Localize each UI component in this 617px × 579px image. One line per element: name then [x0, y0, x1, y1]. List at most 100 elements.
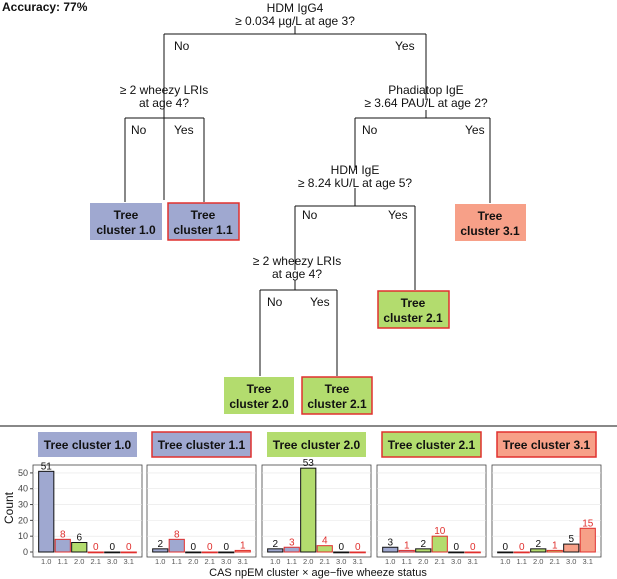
bar	[152, 548, 169, 553]
leaf-box	[90, 203, 162, 240]
bar-value-label: 8	[60, 529, 66, 540]
bar	[513, 551, 530, 554]
accuracy-label: Accuracy: 77%	[2, 0, 88, 14]
branch-yes-label: Yes	[465, 123, 485, 137]
x-tick-label: 3.0	[566, 557, 576, 566]
branch-yes-label: Yes	[174, 123, 194, 137]
branch-yes-label: Yes	[395, 39, 415, 53]
y-tick-label: 20	[18, 515, 28, 525]
bar	[104, 551, 121, 554]
leaf-box	[224, 377, 294, 414]
bar	[234, 549, 251, 553]
leaf-label: cluster 2.1	[307, 397, 367, 411]
bar-value-label: 0	[126, 542, 132, 553]
bar	[579, 527, 596, 553]
bar	[218, 551, 235, 554]
x-tick-label: 1.1	[402, 557, 412, 566]
bar-value-label: 0	[207, 542, 213, 553]
leaf-label: Tree	[478, 209, 503, 223]
x-tick-label: 3.1	[124, 557, 134, 566]
x-tick-label: 2.1	[205, 557, 215, 566]
tree-node-wheezy-lower: ≥ 2 wheezy LRIs at age 4?	[253, 254, 342, 281]
x-tick-label: 3.0	[107, 557, 117, 566]
chart-panel: Tree cluster 1.121.081.102.002.103.013.1	[146, 431, 257, 566]
x-tick-label: 1.0	[41, 557, 51, 566]
x-tick-label: 3.1	[238, 557, 248, 566]
node-label: Phadiatop IgE	[388, 83, 463, 97]
node-label: HDM IgG4	[267, 1, 324, 15]
node-label: ≥ 2 wheezy LRIs	[120, 83, 209, 97]
bar-value-label: 0	[109, 542, 115, 553]
node-label: ≥ 3.64 PAU/L at age 2?	[364, 96, 488, 110]
bar-value-label: 4	[322, 536, 328, 547]
branch-no-label: No	[302, 208, 318, 222]
panel-frame	[146, 464, 257, 558]
leaf-label: Tree	[114, 208, 139, 222]
bar-value-label: 6	[76, 533, 82, 544]
x-tick-label: 2.0	[188, 557, 198, 566]
tree-leaf-cluster-2-1-upper: Tree cluster 2.1	[377, 290, 450, 329]
bar	[448, 551, 465, 554]
bar	[300, 467, 317, 553]
bar-value-label: 3	[289, 537, 295, 548]
bar	[497, 551, 514, 554]
panel-title: Tree cluster 1.0	[44, 438, 132, 452]
leaf-box	[455, 204, 526, 241]
tree-leaf-cluster-1-0: Tree cluster 1.0	[90, 203, 162, 240]
x-tick-label: 1.0	[155, 557, 165, 566]
leaf-label: cluster 1.0	[96, 223, 156, 237]
bar-value-label: 0	[223, 542, 229, 553]
tree-leaf-cluster-3-1: Tree cluster 3.1	[455, 204, 526, 241]
bar	[349, 551, 366, 554]
x-tick-label: 1.1	[517, 557, 527, 566]
panel-title-box	[267, 432, 366, 457]
bar	[283, 546, 300, 553]
bar	[168, 538, 185, 553]
leaf-label: Tree	[247, 382, 272, 396]
node-label: ≥ 0.034 µg/L at age 3?	[235, 14, 355, 28]
bar-value-label: 0	[190, 542, 196, 553]
x-tick-label: 1.1	[58, 557, 68, 566]
branch-no-label: No	[174, 39, 190, 53]
branch-no-label: No	[362, 123, 378, 137]
bar	[398, 549, 415, 553]
branch-no-label: No	[131, 123, 147, 137]
bar	[71, 542, 88, 553]
panel-title-box	[381, 431, 482, 458]
bar	[415, 548, 432, 553]
x-tick-label: 2.1	[91, 557, 101, 566]
bar	[431, 535, 448, 553]
bar-value-label: 51	[41, 461, 53, 472]
node-label: ≥ 2 wheezy LRIs	[253, 254, 342, 268]
bar	[267, 548, 284, 553]
x-tick-label: 2.0	[303, 557, 313, 566]
branch-no-label: No	[267, 295, 283, 309]
leaf-label: cluster 3.1	[460, 224, 520, 238]
branch-yes-label: Yes	[310, 295, 330, 309]
bar	[201, 551, 218, 554]
x-tick-label: 3.1	[583, 557, 593, 566]
y-tick-label: 40	[18, 484, 28, 494]
bar-value-label: 2	[157, 539, 163, 550]
bar-value-label: 3	[387, 537, 393, 548]
leaf-box	[167, 202, 240, 241]
node-label: HDM IgE	[331, 163, 380, 177]
leaf-label: cluster 1.1	[173, 223, 233, 237]
branch-yes-label: Yes	[388, 208, 408, 222]
x-tick-label: 3.0	[451, 557, 461, 566]
bar-value-label: 0	[355, 542, 361, 553]
bar	[185, 551, 202, 554]
panel-frame	[376, 464, 487, 558]
bar	[54, 538, 71, 553]
bar	[87, 551, 104, 554]
leaf-box	[301, 376, 373, 415]
leaf-label: cluster 2.1	[383, 311, 443, 325]
tree-leaf-cluster-2-1-lower: Tree cluster 2.1	[301, 376, 373, 415]
panel-frame	[32, 464, 143, 558]
bar	[382, 546, 399, 553]
x-axis-label: CAS npEM cluster × age−five wheeze statu…	[209, 567, 427, 579]
panel-title: Tree cluster 2.0	[273, 438, 361, 452]
x-tick-label: 2.1	[320, 557, 330, 566]
y-tick-label: 0	[23, 547, 28, 557]
bar	[38, 470, 55, 553]
